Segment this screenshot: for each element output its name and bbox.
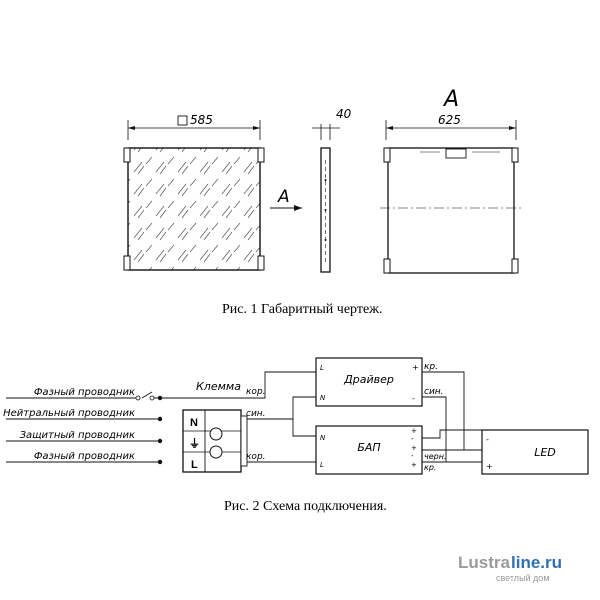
wiring-diagram bbox=[6, 371, 482, 463]
bap-plus-1: + bbox=[411, 427, 417, 435]
bap-minus-1: - bbox=[411, 435, 414, 443]
bap-pin-n: N bbox=[320, 434, 326, 442]
input-label-ground: Защитный проводник bbox=[20, 430, 135, 441]
switch-contact-icon bbox=[135, 395, 141, 401]
led-title: LED bbox=[534, 446, 556, 459]
bap-out-kr: кр. bbox=[424, 463, 436, 472]
led-plus: + bbox=[486, 462, 493, 471]
wire-label-kor-bottom: кор. bbox=[246, 452, 266, 462]
led-box: LED - + bbox=[481, 429, 589, 475]
driver-box: Драйвер L N + - кр. син. bbox=[315, 357, 444, 407]
driver-out-kr: кр. bbox=[424, 362, 438, 372]
bap-minus-2: - bbox=[411, 452, 414, 460]
wire-dot bbox=[157, 438, 163, 444]
terminal-letter-l: L bbox=[191, 459, 198, 471]
terminal-letter-ground: ⏚ bbox=[189, 437, 200, 450]
side-view: 40 bbox=[312, 107, 352, 273]
bap-title: БАП bbox=[357, 441, 380, 454]
front-view: 585 bbox=[123, 113, 265, 271]
input-label-phase-1: Фазный проводник bbox=[34, 387, 135, 398]
switch-contact-icon bbox=[149, 395, 155, 401]
wire-dot bbox=[157, 395, 163, 401]
driver-plus: + bbox=[412, 363, 419, 372]
terminal-letter-n: N bbox=[190, 417, 198, 429]
watermark-tagline: светлый дом bbox=[496, 573, 550, 583]
wire-label-sin: син. bbox=[246, 409, 266, 419]
view-arrow: A bbox=[270, 187, 302, 211]
square-symbol-icon bbox=[177, 115, 188, 126]
bap-pin-l: L bbox=[320, 461, 324, 469]
led-minus: - bbox=[486, 435, 489, 444]
watermark-brand-b: line.ru bbox=[511, 553, 562, 572]
back-view: A 625 bbox=[380, 87, 522, 274]
dim-side: 40 bbox=[336, 107, 352, 121]
driver-pin-n: N bbox=[320, 394, 326, 402]
wire-dot bbox=[157, 416, 163, 422]
wire-label-kor-top: кор. bbox=[246, 387, 266, 397]
driver-minus: - bbox=[412, 394, 415, 403]
terminal-label: Клемма bbox=[196, 380, 241, 393]
watermark-brand-a: Lustra bbox=[458, 553, 511, 572]
bap-box: БАП N L + - + - + черн. кр. bbox=[315, 425, 447, 475]
bap-plus-2: + bbox=[411, 444, 417, 452]
bap-plus-3: + bbox=[411, 461, 417, 469]
figure-1-caption: Рис. 1 Габаритный чертеж. bbox=[222, 302, 382, 317]
view-arrow-label: A bbox=[277, 187, 290, 207]
driver-out-sin: син. bbox=[424, 387, 444, 397]
driver-title: Драйвер bbox=[343, 373, 394, 386]
wire-dot bbox=[157, 459, 163, 465]
view-label: A bbox=[442, 87, 459, 112]
dim-back: 625 bbox=[438, 113, 461, 127]
watermark-logo: Lustra line.ru светлый дом bbox=[458, 553, 562, 583]
bap-out-chern: черн. bbox=[424, 452, 447, 461]
terminal-block: N ⏚ L bbox=[182, 409, 248, 473]
figure-2-caption: Рис. 2 Схема подключения. bbox=[224, 499, 387, 514]
driver-pin-l: L bbox=[320, 364, 324, 372]
dim-front: 585 bbox=[190, 113, 213, 127]
input-label-phase-2: Фазный проводник bbox=[34, 451, 135, 462]
input-label-neutral: Нейтральный проводник bbox=[3, 408, 135, 419]
